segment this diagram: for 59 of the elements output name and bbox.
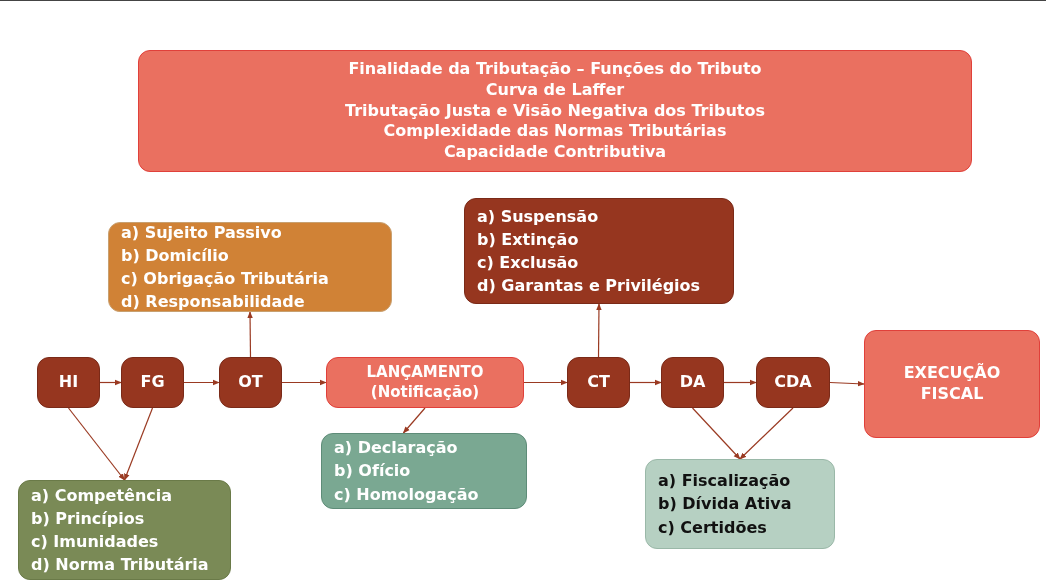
- box-text: b) Ofício: [334, 460, 411, 483]
- box-text: d) Responsabilidade: [121, 291, 305, 314]
- box-text: Complexidade das Normas Tributárias: [383, 121, 727, 143]
- box-text: a) Suspensão: [477, 205, 599, 228]
- step-box: [121, 357, 184, 408]
- box-text: Curva de Laffer: [485, 79, 625, 101]
- box-text: Capacidade Contributiva: [443, 142, 667, 163]
- box-text: c) Obrigação Tributária: [121, 268, 329, 290]
- box-text: Tributação Justa e Visão Negativa dos Tributos: [345, 100, 765, 122]
- list-box: [108, 222, 392, 312]
- step-box: [326, 357, 524, 408]
- box-text: LANÇAMENTO (Notificação): [365, 363, 485, 402]
- box-text: a) Declaração: [334, 437, 458, 460]
- box-text: a) Competência: [31, 484, 173, 507]
- step-box: [567, 357, 630, 408]
- arrow: [629, 379, 662, 386]
- step-box: [37, 357, 100, 408]
- arrow: [99, 379, 122, 386]
- box-text: Finalidade da Tributação – Funções do Tributo: [348, 59, 762, 80]
- arrow: [596, 303, 602, 358]
- arrow: [829, 380, 865, 387]
- step-box: [219, 357, 282, 408]
- step-box: [661, 357, 724, 408]
- box-text: b) Princípios: [31, 507, 145, 530]
- box-text: d) Garantas e Privilégios: [477, 275, 701, 298]
- step-box: [864, 330, 1040, 438]
- arrow: [739, 407, 794, 460]
- box-text: b) Dívida Ativa: [658, 493, 792, 516]
- arrow: [691, 407, 741, 460]
- list-box: [18, 480, 231, 580]
- box-text: c) Imunidades: [31, 531, 159, 553]
- list-box: [321, 433, 527, 509]
- box-text: c) Homologação: [334, 483, 479, 506]
- box-text: CT: [587, 372, 610, 393]
- arrow: [67, 407, 126, 481]
- arrow: [183, 379, 220, 386]
- box-text: c) Exclusão: [477, 252, 579, 274]
- list-box: [464, 198, 734, 304]
- box-text: HI: [58, 372, 79, 393]
- arrow: [281, 379, 327, 386]
- topic-box: [138, 50, 972, 172]
- step-box: [756, 357, 830, 408]
- box-text: d) Norma Tributária: [31, 554, 209, 577]
- arrow: [402, 407, 426, 434]
- arrow: [247, 311, 253, 358]
- box-text: a) Fiscalização: [658, 470, 791, 493]
- arrow: [123, 407, 154, 481]
- list-box: [645, 459, 835, 549]
- arrow: [523, 379, 568, 386]
- box-text: FG: [140, 372, 165, 393]
- box-text: OT: [238, 372, 263, 393]
- box-text: a) Sujeito Passivo: [121, 221, 282, 244]
- box-text: b) Extinção: [477, 228, 579, 251]
- box-text: c) Certidões: [658, 516, 767, 539]
- box-text: EXECUÇÃO FISCAL: [902, 363, 1002, 405]
- box-text: b) Domicílio: [121, 244, 229, 267]
- box-text: CDA: [774, 372, 812, 393]
- box-text: DA: [679, 372, 706, 393]
- arrow: [723, 379, 757, 386]
